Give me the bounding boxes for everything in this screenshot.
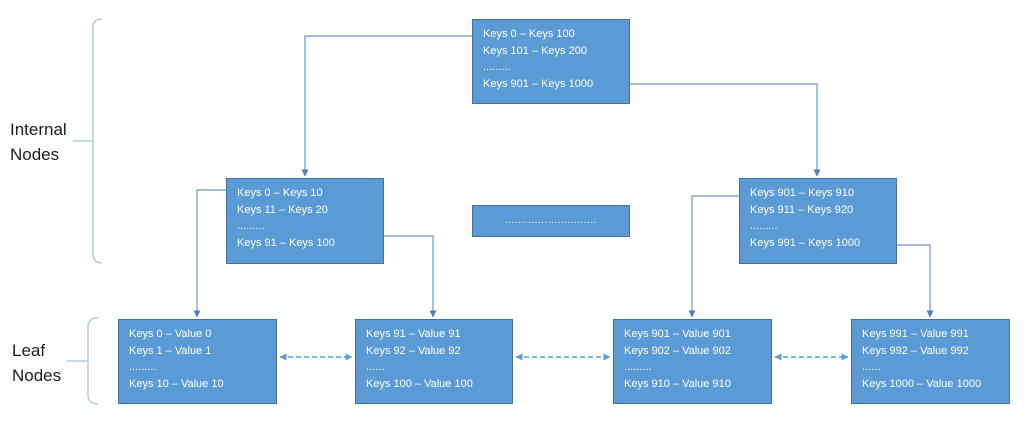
internal-nodes-bracket [92,18,103,264]
leaf-nodes-label-line2: Nodes [12,366,62,385]
connector-internal-left-to-leaf-2 [384,235,437,318]
node-text-line: ......... [483,61,511,73]
internal-nodes-label-line2: Nodes [10,145,60,164]
node-text-line: ......... [750,220,778,232]
node-text-line: ...... [366,361,385,373]
node-text-line: Keys 91 – Keys 100 [237,236,335,249]
node-text-line: Keys 901 – Keys 1000 [483,77,594,90]
connector-internal-left-to-leaf-1 [193,189,226,318]
internal-node-right: Keys 901 – Keys 910 Keys 911 – Keys 920 … [739,178,897,264]
node-text-line: Keys 11 – Keys 20 [237,203,328,216]
node-text-line: Keys 901 – Keys 910 [750,187,854,199]
leaf-node-4: Keys 991 – Value 991 Keys 992 – Value 99… [851,319,1010,404]
node-text-line: Keys 992 – Value 992 [862,344,969,357]
node-text-line: Keys 10 – Value 10 [129,377,224,390]
internal-ellipsis-node: ............................ [472,205,630,237]
node-text-line: Keys 0 – Keys 100 [483,28,575,40]
node-text-line: ......... [624,361,652,373]
leaf-nodes-bracket [87,317,99,405]
node-text-line: Keys 910 – Value 910 [624,377,731,390]
node-text-line: Keys 100 – Value 100 [366,377,473,390]
node-text-line: Keys 1000 – Value 1000 [862,377,982,390]
internal-node-left: Keys 0 – Keys 10 Keys 11 – Keys 20 .....… [226,178,384,264]
leaf-node-2: Keys 91 – Value 91 Keys 92 – Value 92 ..… [355,319,513,404]
node-text-line: Keys 101 – Keys 200 [483,44,587,57]
leaf-node-3: Keys 901 – Value 901 Keys 902 – Value 90… [613,319,772,404]
node-text-line: Keys 1 – Value 1 [129,344,212,357]
node-text-line: ............................ [505,214,597,226]
node-text-line: Keys 901 – Value 901 [624,328,731,340]
node-text-line: ......... [129,361,157,373]
node-text-line: Keys 0 – Value 0 [129,328,212,340]
node-text-line: Keys 902 – Value 902 [624,344,731,357]
leaf-nodes-label-line1: Leaf [12,341,46,360]
leaf-nodes-label: Leaf Nodes [12,338,61,388]
connector-root-to-internal-left [301,35,472,177]
node-text-line: Keys 0 – Keys 10 [237,187,323,199]
node-text-line: Keys 991 – Keys 1000 [750,236,861,249]
internal-nodes-label-line1: Internal [10,120,67,139]
node-text-line: ......... [237,220,265,232]
connector-root-to-internal-right [630,83,821,177]
internal-nodes-label: Internal Nodes [10,117,67,167]
connector-internal-right-to-leaf-3 [688,195,739,318]
node-text-line: Keys 991 – Value 991 [862,328,969,340]
node-text-line: Keys 911 – Keys 920 [750,203,854,216]
node-text-line: Keys 92 – Value 92 [366,344,461,357]
node-text-line: Keys 91 – Value 91 [366,328,461,340]
leaf-node-1: Keys 0 – Value 0 Keys 1 – Value 1 ......… [118,319,277,404]
node-text-line: ...... [862,361,881,373]
root-node: Keys 0 – Keys 100 Keys 101 – Keys 200 ..… [472,19,630,104]
connector-internal-right-to-leaf-4 [897,244,934,318]
